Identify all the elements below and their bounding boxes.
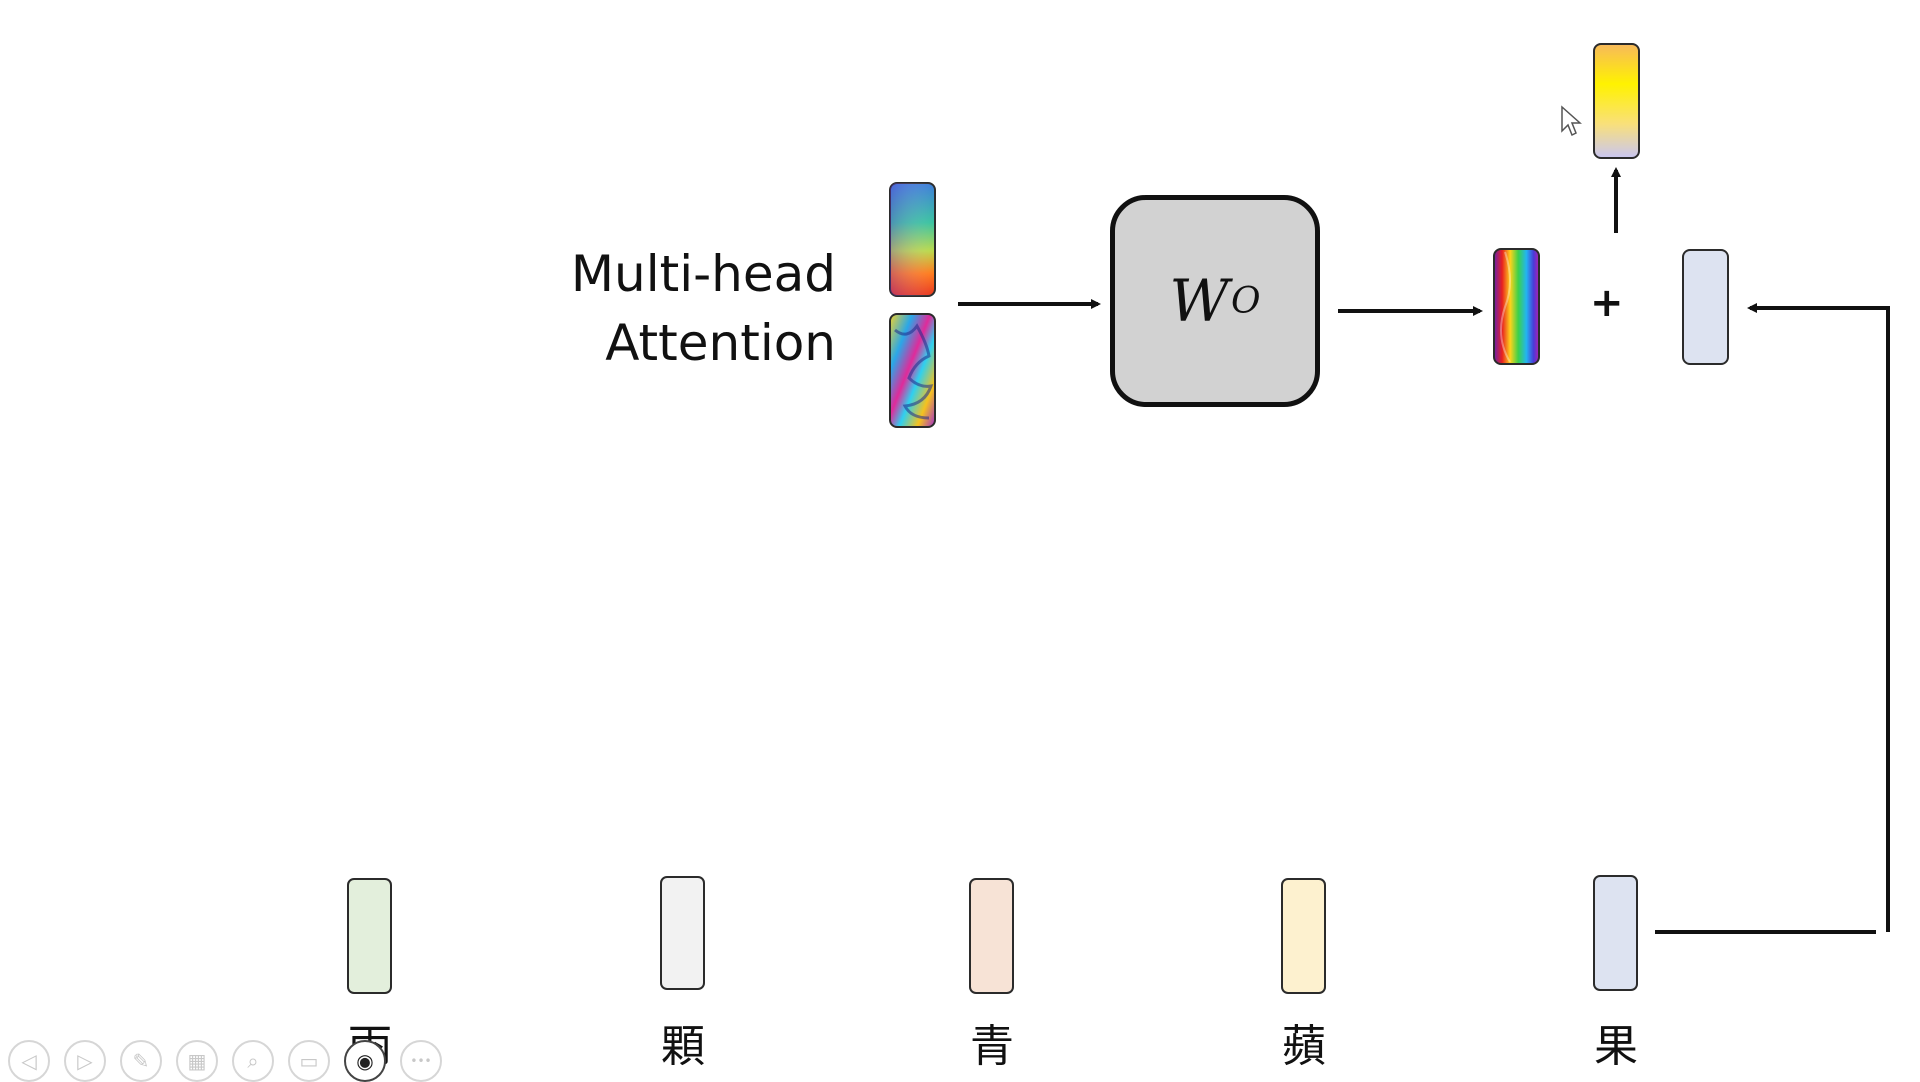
next-icon: ▷ [77,1049,93,1073]
previous-icon: ◁ [21,1049,37,1073]
next-slide-button[interactable]: ▷ [64,1040,106,1082]
token-vector-1 [347,878,392,994]
pen-icon: ✎ [132,1049,150,1073]
zoom-button[interactable]: ⌕ [232,1040,274,1082]
output-vector [1593,43,1640,159]
wo-symbol: W [1169,267,1230,335]
projected-vector [1493,248,1540,365]
more-options-button[interactable]: ••• [400,1040,442,1082]
subtitles-icon: ▭ [299,1049,319,1073]
token-char-5: 果 [1594,1021,1638,1072]
attention-head-vector-1-tint [890,183,935,296]
grid-icon: ▦ [187,1049,207,1073]
projected-vector-wave [1500,251,1511,363]
camera-button[interactable]: ◉ [344,1040,386,1082]
residual-connection-riser [1747,303,1890,932]
token-char-4: 蘋 [1282,1021,1326,1072]
more-icon: ••• [410,1054,432,1068]
magnifier-icon: ⌕ [247,1049,259,1073]
previous-slide-button[interactable]: ◁ [8,1040,50,1082]
token-vector-3 [969,878,1014,994]
token-vector-4 [1281,878,1326,994]
see-all-slides-button[interactable]: ▦ [176,1040,218,1082]
slideshow-toolbar: ◁ ▷ ✎ ▦ ⌕ ▭ ◉ ••• [8,1040,442,1082]
mouse-pointer-icon [1561,105,1582,137]
camera-icon: ◉ [356,1049,374,1073]
wo-subscript: O [1231,280,1261,322]
residual-vector [1682,249,1729,365]
token-vector-5 [1593,875,1638,991]
plus-sign: + [1590,280,1624,326]
attention-label-line1: Multi-head [570,245,836,303]
multi-head-attention-label: Multi-head Attention [520,240,836,378]
pen-tool-button[interactable]: ✎ [120,1040,162,1082]
attention-head-vector-2-texture [894,323,934,420]
token-char-2: 顆 [661,1021,705,1072]
token-char-3: 青 [970,1021,1014,1072]
attention-label-line2: Attention [605,314,836,372]
subtitles-button[interactable]: ▭ [288,1040,330,1082]
token-vector-2 [660,876,705,990]
